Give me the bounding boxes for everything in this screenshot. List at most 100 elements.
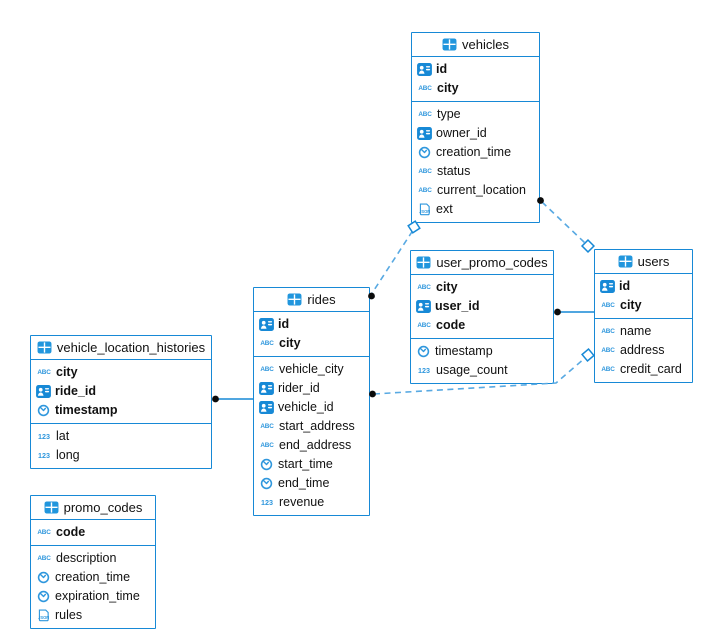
- field-name: type: [437, 107, 461, 122]
- text-field-icon: [36, 366, 52, 379]
- field-row[interactable]: ext: [412, 200, 539, 219]
- field-row[interactable]: ride_id: [31, 382, 211, 401]
- field-row[interactable]: user_id: [411, 297, 553, 316]
- field-row[interactable]: description: [31, 549, 155, 568]
- number-field-icon: [36, 449, 52, 462]
- connection-endpoint-dot: [212, 395, 219, 403]
- text-field-icon: [259, 439, 275, 452]
- table-title: promo_codes: [63, 500, 143, 515]
- timestamp-field-icon: [416, 345, 431, 358]
- fields-section: type owner_id creation_time status curre…: [412, 101, 539, 222]
- field-row[interactable]: city: [254, 334, 369, 353]
- field-row[interactable]: lat: [31, 427, 211, 446]
- id-field-icon: [416, 300, 431, 313]
- field-row[interactable]: rules: [31, 606, 155, 625]
- connection-vehicles-users[interactable]: [541, 201, 586, 244]
- key-fields-section: id city: [254, 312, 369, 356]
- table-vehicles[interactable]: vehicles id city type owner_id c: [411, 32, 540, 223]
- field-row[interactable]: end_address: [254, 436, 369, 455]
- field-row[interactable]: expiration_time: [31, 587, 155, 606]
- field-row[interactable]: vehicle_city: [254, 360, 369, 379]
- table-users[interactable]: users id city name address credi: [594, 249, 693, 383]
- field-row[interactable]: id: [595, 277, 692, 296]
- text-field-icon: [417, 108, 433, 121]
- field-name: long: [56, 448, 80, 463]
- field-row[interactable]: city: [595, 296, 692, 315]
- field-row[interactable]: city: [412, 79, 539, 98]
- text-field-icon: [416, 281, 432, 294]
- field-row[interactable]: credit_card: [595, 360, 692, 379]
- text-field-icon: [600, 344, 616, 357]
- number-field-icon: [36, 430, 52, 443]
- field-row[interactable]: city: [31, 363, 211, 382]
- field-row[interactable]: creation_time: [31, 568, 155, 587]
- table-header[interactable]: rides: [254, 288, 369, 312]
- text-field-icon: [259, 337, 275, 350]
- timestamp-field-icon: [36, 590, 51, 603]
- table-promo-codes[interactable]: promo_codes code description creation_ti…: [30, 495, 156, 629]
- field-row[interactable]: timestamp: [31, 401, 211, 420]
- text-field-icon: [417, 184, 433, 197]
- table-vehicle-location-histories[interactable]: vehicle_location_histories city ride_id …: [30, 335, 212, 469]
- field-row[interactable]: address: [595, 341, 692, 360]
- field-row[interactable]: long: [31, 446, 211, 465]
- field-row[interactable]: start_address: [254, 417, 369, 436]
- field-row[interactable]: id: [254, 315, 369, 334]
- timestamp-field-icon: [36, 571, 51, 584]
- field-row[interactable]: name: [595, 322, 692, 341]
- table-title: vehicles: [462, 37, 509, 52]
- field-row[interactable]: type: [412, 105, 539, 124]
- table-icon: [618, 255, 633, 268]
- id-field-icon: [259, 382, 274, 395]
- field-name: ride_id: [55, 384, 96, 399]
- field-name: revenue: [279, 495, 325, 510]
- text-field-icon: [600, 299, 616, 312]
- number-field-icon: [259, 496, 275, 509]
- field-row[interactable]: code: [31, 523, 155, 542]
- timestamp-field-icon: [36, 404, 51, 417]
- key-fields-section: id city: [595, 274, 692, 318]
- field-row[interactable]: creation_time: [412, 143, 539, 162]
- table-rides[interactable]: rides id city vehicle_city rider_id: [253, 287, 370, 516]
- table-user-promo-codes[interactable]: user_promo_codes city user_id code times…: [410, 250, 554, 384]
- field-name: usage_count: [436, 363, 508, 378]
- field-row[interactable]: start_time: [254, 455, 369, 474]
- table-header[interactable]: vehicle_location_histories: [31, 336, 211, 360]
- field-row[interactable]: usage_count: [411, 361, 553, 380]
- field-name: rules: [55, 608, 83, 623]
- field-name: id: [278, 317, 290, 332]
- table-title: vehicle_location_histories: [56, 340, 206, 355]
- field-name: code: [56, 525, 86, 540]
- field-name: city: [436, 280, 458, 295]
- field-name: creation_time: [55, 570, 131, 585]
- field-row[interactable]: revenue: [254, 493, 369, 512]
- field-row[interactable]: city: [411, 278, 553, 297]
- id-field-icon: [600, 280, 615, 293]
- field-row[interactable]: vehicle_id: [254, 398, 369, 417]
- field-row[interactable]: rider_id: [254, 379, 369, 398]
- field-name: current_location: [437, 183, 526, 198]
- field-row[interactable]: id: [412, 60, 539, 79]
- field-row[interactable]: timestamp: [411, 342, 553, 361]
- field-row[interactable]: end_time: [254, 474, 369, 493]
- connection-endpoint-square: [580, 238, 596, 254]
- table-icon: [287, 293, 302, 306]
- table-header[interactable]: user_promo_codes: [411, 251, 553, 275]
- field-row[interactable]: code: [411, 316, 553, 335]
- field-name: ext: [436, 202, 453, 217]
- table-header[interactable]: vehicles: [412, 33, 539, 57]
- table-title: rides: [307, 292, 336, 307]
- field-name: credit_card: [620, 362, 682, 377]
- table-header[interactable]: promo_codes: [31, 496, 155, 520]
- field-row[interactable]: owner_id: [412, 124, 539, 143]
- connection-rides-vehicles[interactable]: [370, 230, 414, 295]
- key-fields-section: id city: [412, 57, 539, 101]
- field-name: description: [56, 551, 117, 566]
- table-icon: [44, 501, 59, 514]
- table-header[interactable]: users: [595, 250, 692, 274]
- field-name: owner_id: [436, 126, 487, 141]
- field-row[interactable]: status: [412, 162, 539, 181]
- field-row[interactable]: current_location: [412, 181, 539, 200]
- field-name: city: [56, 365, 78, 380]
